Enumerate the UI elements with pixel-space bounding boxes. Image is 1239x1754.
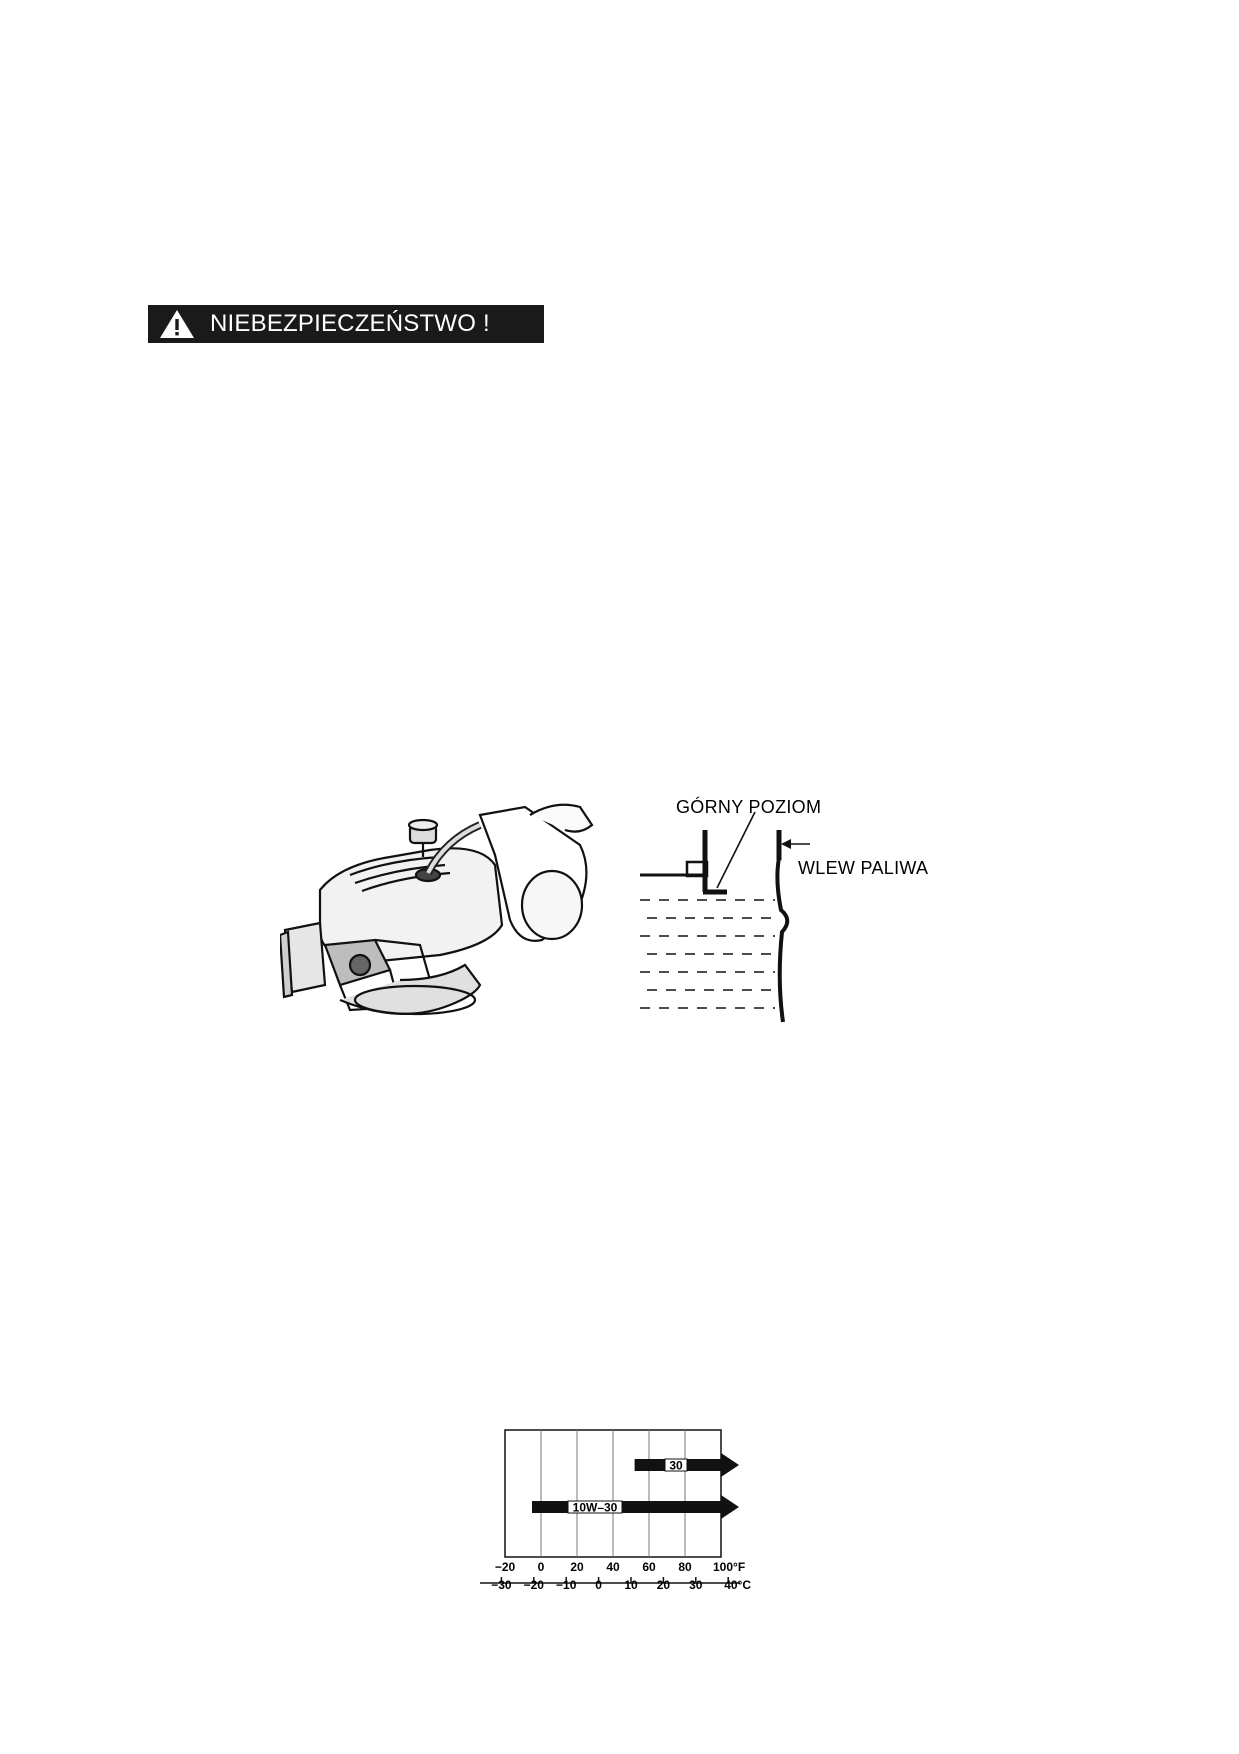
fahrenheit-tick-label: 20: [570, 1560, 584, 1574]
oil-viscosity-chart: 30 10W–30 −20 0 20 40 60 80 100°F −30 −20 −10 0 10 2…: [480, 1429, 751, 1590]
viscosity-label-box: [664, 1458, 688, 1472]
fahrenheit-tick-label: 80: [678, 1560, 692, 1574]
danger-banner-label: NIEBEZPIECZEŃSTWO !: [210, 310, 490, 337]
viscosity-label: 30: [669, 1459, 683, 1473]
celsius-tick-label: −30: [491, 1578, 512, 1590]
fuel-filler-label: WLEW PALIWA: [798, 858, 929, 878]
top-level-label: GÓRNY POZIOM: [676, 797, 822, 817]
celsius-tick-label: 10: [624, 1578, 638, 1590]
fahrenheit-tick-label: 0: [538, 1560, 545, 1574]
viscosity-bar-arrowhead: [721, 1453, 739, 1477]
celsius-tick-label: 0: [595, 1578, 602, 1590]
celsius-tick-label: −20: [524, 1578, 545, 1590]
danger-banner: NIEBEZPIECZEŃSTWO !: [148, 305, 544, 343]
fahrenheit-tick-label: 100°F: [713, 1560, 745, 1574]
celsius-tick-label: 40°C: [724, 1578, 751, 1590]
celsius-tick-label: 20: [657, 1578, 671, 1590]
viscosity-label: 10W–30: [573, 1501, 618, 1515]
fahrenheit-tick-label: 40: [606, 1560, 620, 1574]
warning-triangle-icon: [160, 310, 194, 338]
viscosity-bar: [532, 1501, 721, 1513]
engine-refuel-illustration: [280, 803, 594, 1016]
viscosity-label-box: [567, 1500, 623, 1514]
fahrenheit-tick-label: −20: [495, 1560, 516, 1574]
viscosity-bar-arrowhead: [721, 1495, 739, 1519]
celsius-tick-label: 30: [689, 1578, 703, 1590]
fahrenheit-tick-label: 60: [642, 1560, 656, 1574]
fuel-tank-diagram: [640, 811, 810, 1023]
celsius-tick-label: −10: [556, 1578, 577, 1590]
